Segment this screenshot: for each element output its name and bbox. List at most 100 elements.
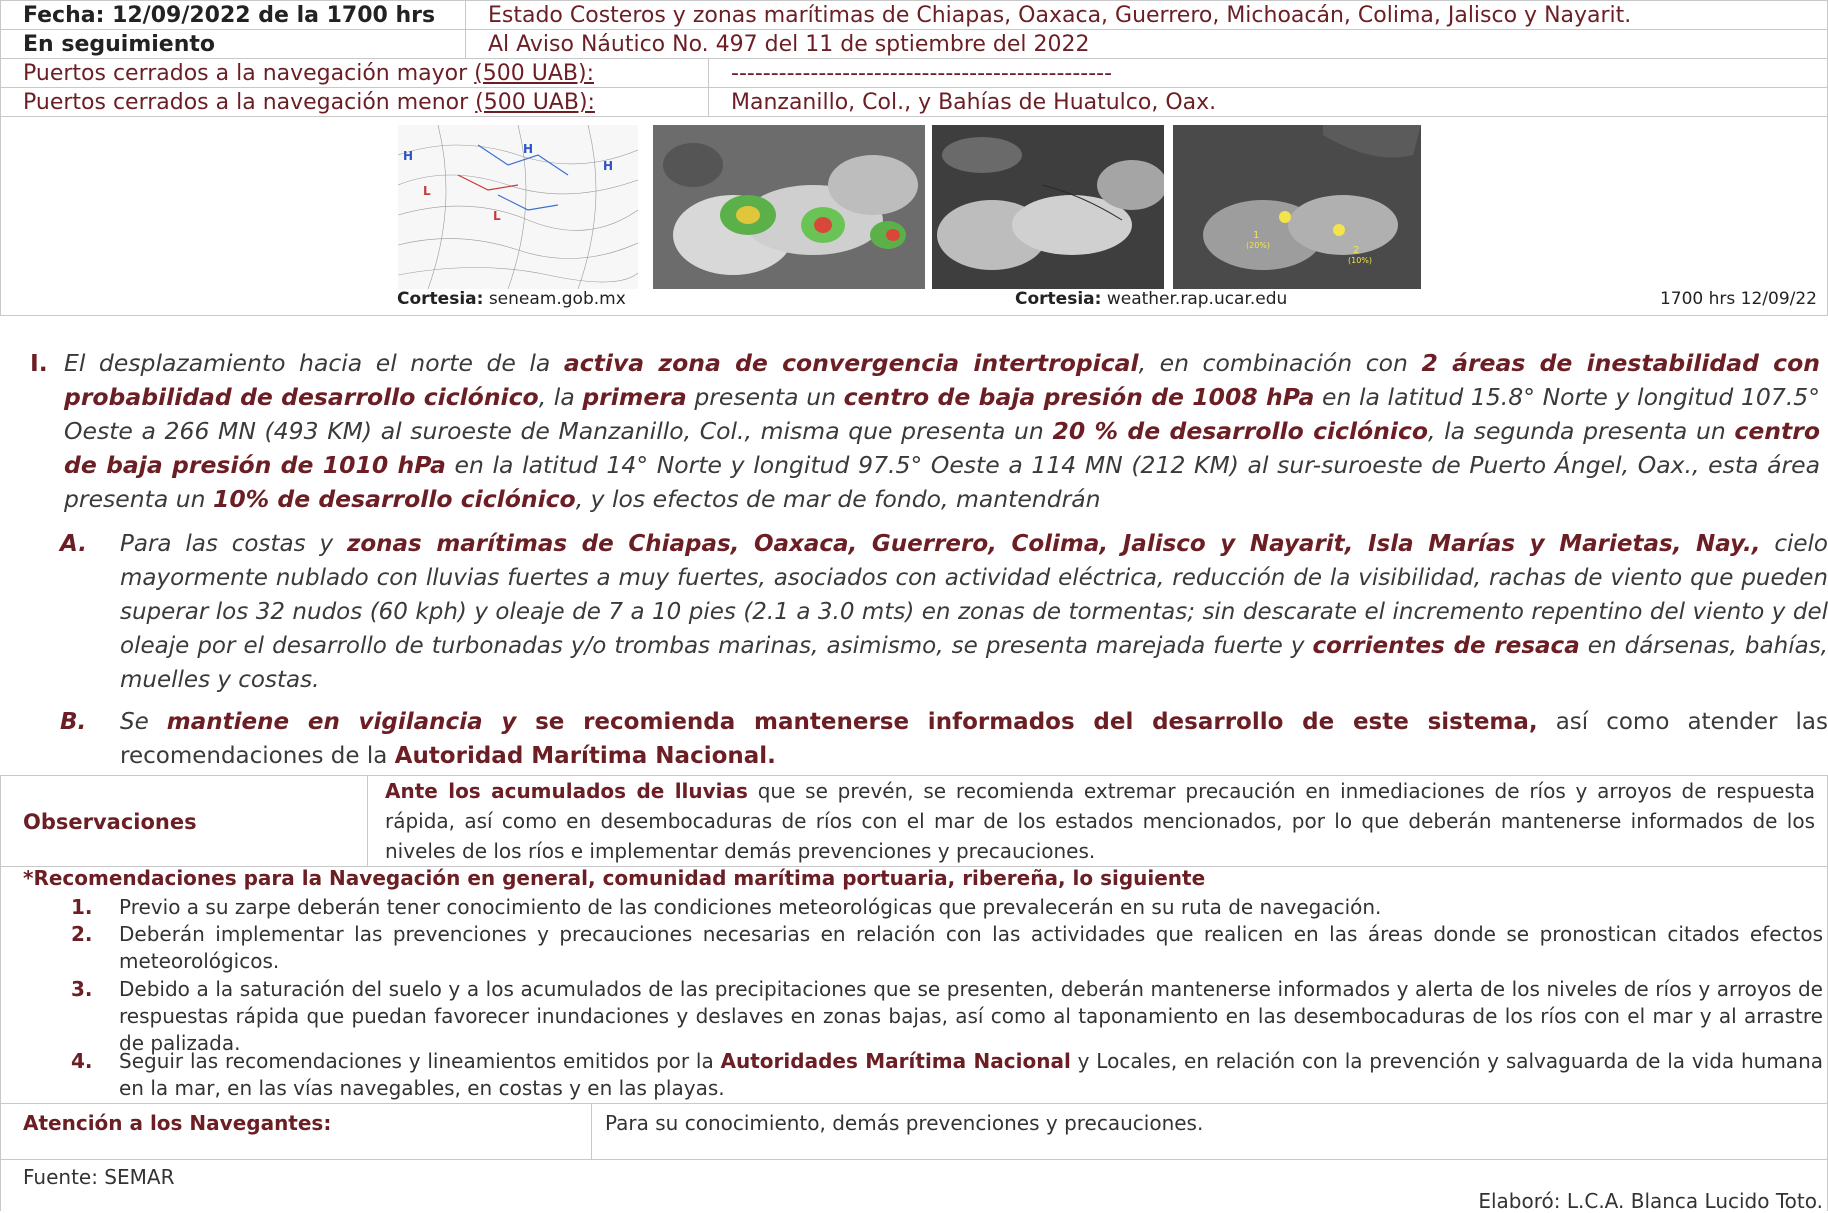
section-i-text-1: El desplazamiento hacia el norte de la: [64, 349, 564, 377]
recomendaciones-title: *Recomendaciones para la Navegación en g…: [23, 866, 1206, 890]
weather-images-row: H H H L L: [0, 117, 1828, 316]
recomendacion-4-bold: Autoridades Marítima Nacional: [720, 1049, 1071, 1073]
recomendacion-text: Debido a la saturación del suelo y a los…: [119, 977, 1823, 1055]
section-i-highlight-5: 20 % de desarrollo ciclónico: [1052, 417, 1429, 445]
seguimiento-value: Al Aviso Náutico No. 497 del 11 de sptie…: [465, 29, 1828, 59]
atencion-row: Atención a los Navegantes: Para su conoc…: [0, 1103, 1828, 1160]
section-i-text-4: presenta un: [686, 383, 844, 411]
section-a-highlight-2: corrientes de resaca: [1312, 633, 1580, 659]
elaboro-text: Elaboró: L.C.A. Blanca Lucido Toto.: [1478, 1189, 1823, 1213]
svg-text:H: H: [523, 142, 533, 156]
section-i: I. El desplazamiento hacia el norte de l…: [30, 346, 1820, 516]
footer: Fuente: SEMAR Elaboró: L.C.A. Blanca Luc…: [0, 1159, 1828, 1213]
recomendacion-number: 2.: [71, 922, 93, 946]
section-i-highlight-3: primera: [582, 383, 687, 411]
puertos-mayor-row: Puertos cerrados a la navegación mayor (…: [0, 58, 1828, 88]
seguimiento-row: En seguimiento Al Aviso Náutico No. 497 …: [0, 29, 1828, 59]
observaciones-label: Observaciones: [23, 810, 197, 834]
section-b-text-1: Se: [120, 709, 167, 735]
section-i-numeral: I.: [30, 349, 48, 377]
outlook-label-2: 2: [1353, 245, 1359, 256]
puertos-menor-row: Puertos cerrados a la navegación menor (…: [0, 87, 1828, 117]
section-i-text-3: , la: [538, 383, 583, 411]
puertos-mayor-text: Puertos cerrados a la navegación mayor: [23, 60, 475, 86]
tropical-outlook-image: 1 (20%) 2 (10%): [1173, 125, 1421, 289]
recomendaciones-section: *Recomendaciones para la Navegación en g…: [0, 866, 1828, 1104]
recomendacion-4-pre: Seguir las recomendaciones y lineamiento…: [119, 1049, 721, 1073]
fuente-text: Fuente: SEMAR: [23, 1165, 175, 1189]
section-i-text-7: en la latitud 14° Norte y longitud 97.5°…: [64, 451, 1821, 513]
section-i-paragraph: El desplazamiento hacia el norte de la a…: [64, 346, 1820, 516]
section-a-paragraph: Para las costas y zonas marítimas de Chi…: [120, 527, 1828, 697]
recomendacion-text: Previo a su zarpe deberán tener conocimi…: [119, 895, 1382, 919]
atencion-label-cell: Atención a los Navegantes:: [1, 1103, 592, 1159]
credit-ucar-src: weather.rap.ucar.edu: [1101, 289, 1288, 309]
puertos-menor-uab: (500 UAB):: [475, 89, 595, 115]
puertos-mayor-uab: (500 UAB):: [474, 60, 594, 86]
credit-seneam-src: seneam.gob.mx: [483, 289, 626, 309]
section-b-highlight-3: Autoridad Marítima Nacional.: [394, 743, 776, 769]
observaciones-row: Observaciones Ante los acumulados de llu…: [0, 775, 1828, 867]
atencion-text: Para su conocimiento, demás prevenciones…: [605, 1111, 1204, 1135]
fecha-row: Fecha: 12/09/2022 de la 1700 hrs Estado …: [0, 0, 1828, 30]
section-b-highlight-1: mantiene en vigilancia y: [166, 709, 517, 735]
section-a-text-1: Para las costas y: [120, 531, 347, 557]
section-i-highlight-2: 2 áreas de inestabilidad con probabilida…: [64, 349, 1820, 411]
puertos-menor-value: Manzanillo, Col., y Bahías de Huatulco, …: [708, 87, 1828, 117]
section-i-text-8: , y los efectos de mar de fondo, mantend…: [575, 485, 1101, 513]
recomendacion-item: 4. Seguir las recomendaciones y lineamie…: [71, 1048, 1823, 1102]
svg-text:L: L: [423, 184, 431, 198]
section-i-text-2: , en combinación con: [1138, 349, 1422, 377]
surface-analysis-chart-image: H H H L L: [398, 125, 638, 289]
section-a-highlight-1: zonas marítimas de Chiapas, Oaxaca, Guer…: [346, 531, 1761, 557]
fecha-value: Estado Costeros y zonas marítimas de Chi…: [465, 0, 1828, 30]
recomendacion-text: Deberán implementar las prevenciones y p…: [119, 922, 1823, 973]
observaciones-text: Ante los acumulados de lluvias que se pr…: [385, 776, 1815, 866]
visible-satellite-image: [932, 125, 1164, 289]
puertos-mayor-label: Puertos cerrados a la navegación mayor (…: [0, 58, 709, 88]
section-i-highlight-7: 10% de desarrollo ciclónico: [212, 485, 576, 513]
recomendacion-item: 3. Debido a la saturación del suelo y a …: [71, 976, 1823, 1057]
header-table: Fecha: 12/09/2022 de la 1700 hrs Estado …: [0, 0, 1828, 117]
recomendacion-number: 3.: [71, 977, 93, 1001]
svg-text:H: H: [603, 159, 613, 173]
section-b-letter: B.: [60, 709, 87, 735]
section-a-text-2: cielo mayormente nublado con lluvias fue…: [120, 531, 1828, 659]
section-a-letter: A.: [60, 531, 87, 557]
puertos-menor-text: Puertos cerrados a la navegación menor: [23, 89, 476, 115]
section-i-text-5: en la latitud 15.8° Norte y longitud 107…: [64, 383, 1820, 445]
recomendacion-4-post: y Locales, en relación con la prevención…: [119, 1049, 1823, 1100]
section-i-highlight-6: centro de baja presión de 1010 hPa: [64, 417, 1820, 479]
section-b-paragraph: Se mantiene en vigilancia y se recomiend…: [120, 705, 1828, 773]
svg-text:H: H: [403, 149, 413, 163]
section-i-text-6: , la segunda presenta un: [1428, 417, 1735, 445]
recomendacion-text: Seguir las recomendaciones y lineamiento…: [119, 1048, 1823, 1102]
credit-ucar: Cortesia: weather.rap.ucar.edu: [1015, 289, 1287, 309]
atencion-label: Atención a los Navegantes:: [23, 1111, 332, 1135]
puertos-menor-label: Puertos cerrados a la navegación menor (…: [0, 87, 709, 117]
recomendacion-number: 1.: [71, 895, 93, 919]
fecha-label: Fecha: 12/09/2022 de la 1700 hrs: [0, 0, 466, 30]
observaciones-body: que se prevén, se recomienda extremar pr…: [385, 779, 1816, 863]
seguimiento-label: En seguimiento: [0, 29, 466, 59]
outlook-pct-1: (20%): [1246, 241, 1270, 250]
svg-text:L: L: [493, 209, 501, 223]
section-i-highlight-1: activa zona de convergencia intertropica…: [563, 349, 1139, 377]
section-b-text-2: así como atender las recomendaciones de …: [120, 709, 1828, 769]
section-a-text-3: en dársenas, bahías, muelles y costas.: [120, 633, 1828, 693]
section-b: B. Se mantiene en vigilancia y se recomi…: [60, 705, 1828, 773]
section-a: A. Para las costas y zonas marítimas de …: [60, 527, 1828, 697]
infrared-satellite-image: [653, 125, 925, 289]
outlook-pct-2: (10%): [1348, 256, 1372, 265]
recomendacion-item: 2. Deberán implementar las prevenciones …: [71, 921, 1823, 975]
outlook-label-1: 1: [1253, 230, 1259, 241]
images-timestamp: 1700 hrs 12/09/22: [1659, 289, 1817, 309]
recomendacion-item: 1. Previo a su zarpe deberán tener conoc…: [71, 894, 1823, 921]
credit-seneam-bold: Cortesia:: [397, 289, 484, 309]
section-b-highlight-2: se recomienda mantenerse informados del …: [516, 709, 1538, 735]
observaciones-label-cell: Observaciones: [1, 776, 368, 866]
credit-ucar-bold: Cortesia:: [1015, 289, 1102, 309]
section-i-highlight-4: centro de baja presión de 1008 hPa: [843, 383, 1315, 411]
credit-seneam: Cortesia: seneam.gob.mx: [397, 289, 626, 309]
